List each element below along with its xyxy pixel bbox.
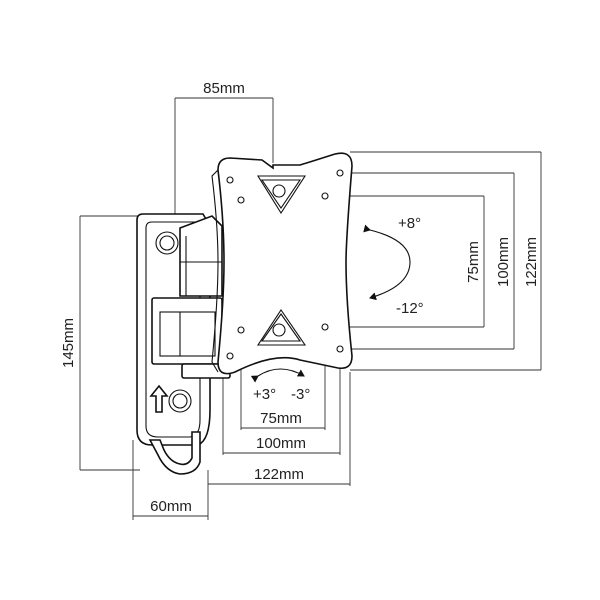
hole-122-bl (226, 352, 234, 360)
label-h75mm: 75mm (260, 410, 302, 427)
back-plate-inner (145, 221, 201, 438)
top-knob-inner (159, 235, 175, 251)
bottom-center-hole (272, 323, 286, 337)
top-center-hole (272, 184, 286, 198)
plate-outline (217, 152, 353, 375)
swivel-indicator (250, 368, 305, 383)
hole-100-tr (321, 192, 329, 200)
label-v100mm: 100mm (495, 237, 512, 287)
bottom-hook (148, 431, 201, 475)
label-swivel-left: +3° (253, 386, 276, 403)
label-v122mm: 122mm (523, 237, 540, 287)
label-v75mm: 75mm (465, 241, 482, 283)
tilt-arc-arrow (363, 224, 411, 301)
hole-100-br (321, 323, 329, 331)
label-tilt-up: +8° (398, 215, 421, 232)
label-h122mm: 122mm (254, 466, 304, 483)
label-tilt-down: -12° (396, 300, 424, 317)
top-cutout-inner (260, 179, 302, 209)
hole-100-bl (237, 326, 245, 334)
middle-block (151, 297, 223, 365)
hole-122-tl (226, 176, 234, 184)
label-145mm: 145mm (60, 318, 77, 368)
tilt-indicator (363, 224, 411, 301)
bottom-knob-inner (172, 393, 188, 409)
up-arrow-icon (149, 384, 169, 413)
wall-bracket (136, 213, 231, 475)
swivel-arc-arrow (250, 368, 305, 383)
hole-122-tr (336, 169, 344, 177)
bottom-cutout-inner (260, 313, 302, 342)
label-85mm: 85mm (203, 80, 245, 97)
label-h100mm: 100mm (256, 435, 306, 452)
bottom-cutout (256, 309, 307, 346)
top-cutout (257, 175, 307, 215)
label-60mm: 60mm (150, 498, 192, 515)
dimension-lines (79, 97, 542, 520)
hole-122-br (336, 345, 344, 353)
hole-100-tl (237, 196, 245, 204)
vesa-plate (211, 152, 353, 375)
label-swivel-right: -3° (291, 386, 310, 403)
plate-side (211, 169, 219, 373)
arm-upper (179, 215, 223, 297)
